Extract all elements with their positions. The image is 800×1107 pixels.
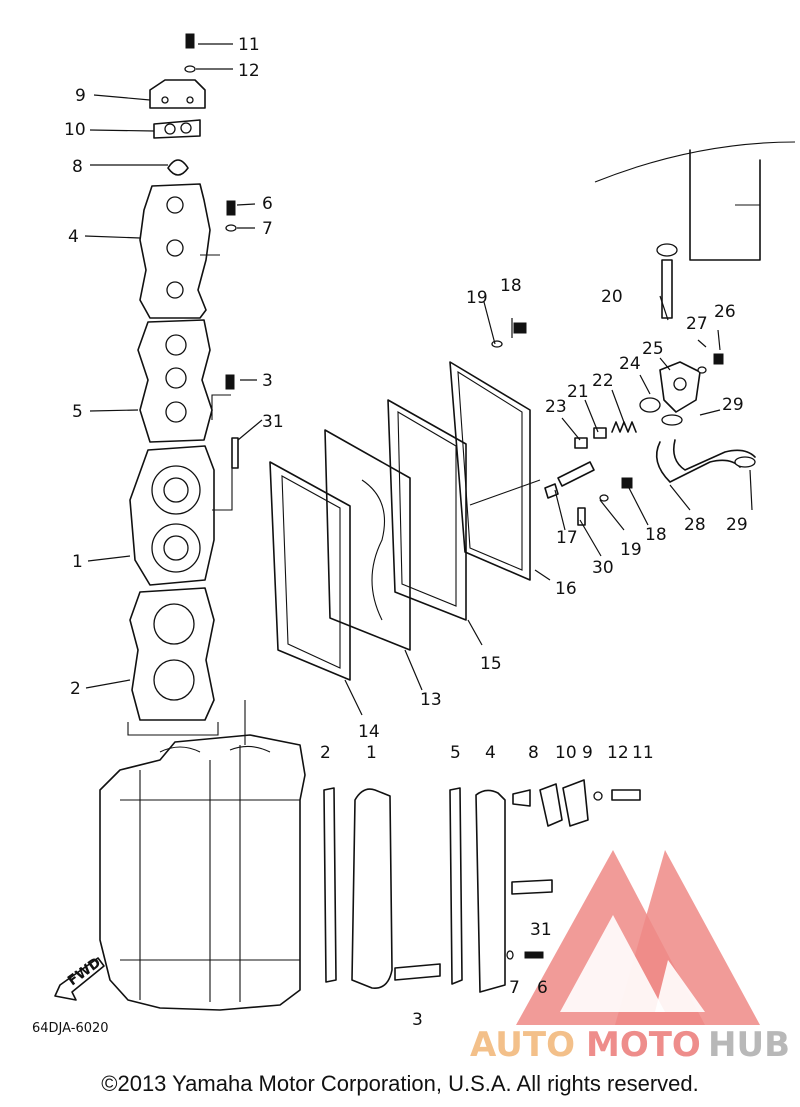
logo-text-moto: MOTO: [586, 1025, 701, 1065]
automotohub-logo: AUTO MOTO HUB: [470, 850, 790, 1065]
label-30: 30: [592, 558, 614, 578]
label-14: 14: [358, 722, 380, 742]
label-26: 26: [714, 302, 736, 322]
logo-triangle-right: [615, 850, 760, 1025]
label-28: 28: [684, 515, 706, 535]
label-8-bottom: 8: [528, 743, 539, 763]
fittings-right: [491, 141, 796, 526]
label-31-top: 31: [262, 412, 284, 432]
label-9-left: 9: [75, 86, 86, 106]
label-18-lower: 18: [645, 525, 667, 545]
label-4-bottom: 4: [485, 743, 496, 763]
label-6-top: 6: [262, 194, 273, 214]
label-18-top: 18: [500, 276, 522, 296]
logo-text-hub: HUB: [708, 1025, 790, 1065]
label-17: 17: [556, 528, 578, 548]
label-31-bottom: 31: [530, 920, 552, 940]
label-23: 23: [545, 397, 567, 417]
diagram-code: 64DJA-6020: [32, 1021, 109, 1036]
label-3-bottom: 3: [412, 1010, 423, 1030]
copyright-notice: ©2013 Yamaha Motor Corporation, U.S.A. A…: [101, 1071, 699, 1096]
label-12-bottom: 12: [607, 743, 629, 763]
fwd-label: FWD: [65, 955, 104, 989]
label-7-top: 7: [262, 219, 273, 239]
label-3-top: 3: [262, 371, 273, 391]
label-22: 22: [592, 371, 614, 391]
label-29-right-bottom: 29: [726, 515, 748, 535]
label-2-left: 2: [70, 679, 81, 699]
label-10-left: 10: [64, 120, 86, 140]
label-11-bottom: 11: [632, 743, 654, 763]
label-21: 21: [567, 382, 589, 402]
label-27: 27: [686, 314, 708, 334]
cover-stack: [127, 79, 219, 736]
label-13: 13: [420, 690, 442, 710]
label-19-top: 19: [466, 288, 488, 308]
label-6-bottom: 6: [537, 978, 548, 998]
label-2-bottom: 2: [320, 743, 331, 763]
label-12-top: 12: [238, 61, 260, 81]
label-29-right-top: 29: [722, 395, 744, 415]
small-parts-upper: [184, 33, 239, 511]
label-5-left: 5: [72, 402, 83, 422]
label-25: 25: [642, 339, 664, 359]
label-7-bottom: 7: [509, 978, 520, 998]
label-5-bottom: 5: [450, 743, 461, 763]
part-labels: 11 12 9 10 8 4 6 7 3 5 31 1 2 19 18 20 2…: [32, 35, 748, 1036]
label-16: 16: [555, 579, 577, 599]
exhaust-plates: [244, 361, 541, 745]
engine-block-outline: [99, 734, 306, 1011]
label-8-left: 8: [72, 157, 83, 177]
label-4-left: 4: [68, 227, 79, 247]
label-24: 24: [619, 354, 641, 374]
label-10-bottom: 10: [555, 743, 577, 763]
label-1-bottom: 1: [366, 743, 377, 763]
label-11-top: 11: [238, 35, 260, 55]
label-19-lower: 19: [620, 540, 642, 560]
logo-text-auto: AUTO: [470, 1025, 575, 1065]
label-15: 15: [480, 654, 502, 674]
leader-lines: [84, 43, 753, 716]
label-9-bottom: 9: [582, 743, 593, 763]
label-20: 20: [601, 287, 623, 307]
label-1-left: 1: [72, 552, 83, 572]
